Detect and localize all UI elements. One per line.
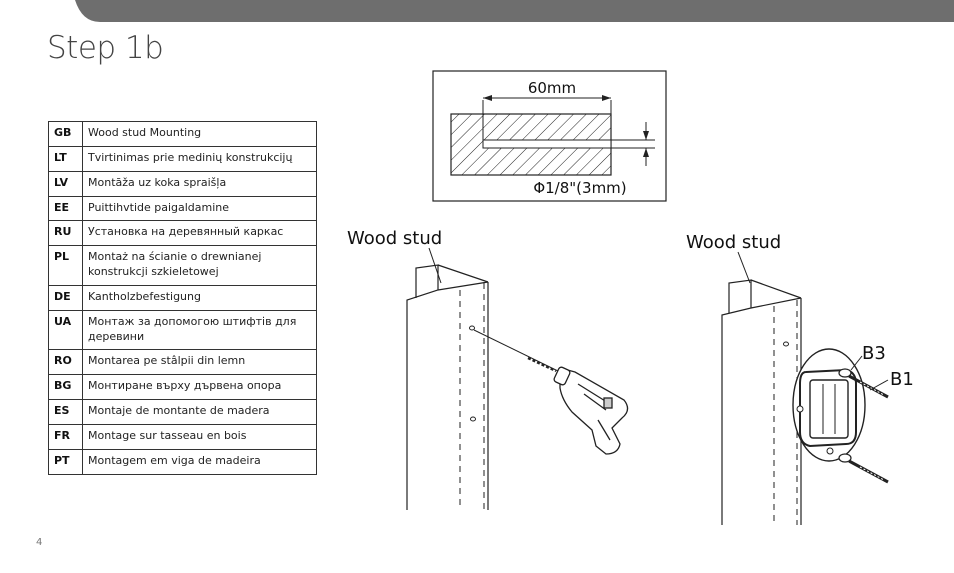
drill-illustration: Wood stud <box>347 228 629 510</box>
header-band <box>75 0 954 22</box>
hole-detail-diagram: 60mm Φ1/8"(3mm) <box>432 70 667 202</box>
language-code: ES <box>48 399 83 425</box>
depth-label: 60mm <box>528 79 576 97</box>
diameter-label: Φ1/8"(3mm) <box>533 179 626 197</box>
language-code: PL <box>48 245 83 286</box>
language-text: Монтаж за допомогою штифтів для деревини <box>82 309 317 351</box>
language-text: Kantholzbefestigung <box>82 284 317 311</box>
language-code: DE <box>48 284 83 311</box>
page-number: 4 <box>36 537 43 548</box>
language-text: Установка на деревянный каркас <box>82 220 317 247</box>
wood-stud-label-right: Wood stud <box>686 232 781 253</box>
language-text: Montagem em viga de madeira <box>82 448 317 475</box>
language-text: Wood stud Mounting <box>82 121 317 147</box>
part-label-b3: B3 <box>862 343 886 364</box>
language-code: RU <box>48 220 83 247</box>
page-title: Step 1b <box>47 30 164 66</box>
language-text: Montaż na ścianie o drewnianej konstrukc… <box>82 245 317 286</box>
part-label-b1: B1 <box>890 369 914 390</box>
language-text: Tvirtinimas prie medinių konstrukcijų <box>82 145 317 172</box>
mount-illustration: Wood stud <box>686 232 914 525</box>
language-text: Montāža uz koka spraišļa <box>82 170 317 197</box>
power-drill <box>553 366 629 455</box>
wood-stud-label-left: Wood stud <box>347 228 442 249</box>
bolt-b1-lower <box>838 453 889 484</box>
language-text: Монтиране върху дървена опора <box>82 374 317 401</box>
language-code: BG <box>48 374 83 401</box>
language-text: Montage sur tasseau en bois <box>82 423 317 450</box>
language-code: UA <box>48 309 83 351</box>
